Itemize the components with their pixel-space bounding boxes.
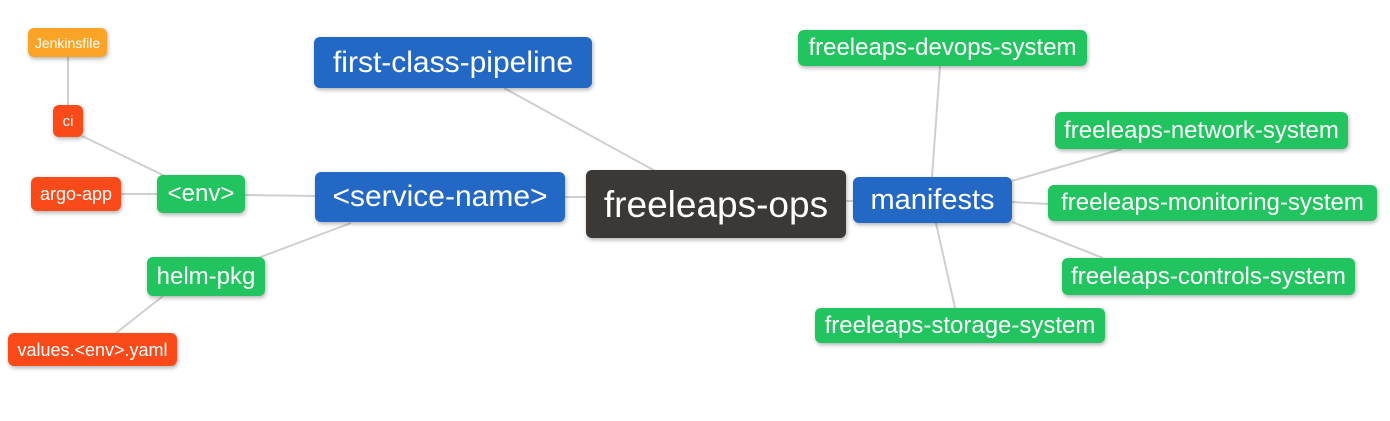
node-network-system[interactable]: freeleaps-network-system [1055, 112, 1348, 149]
edge-manifests-controls-system [1011, 221, 1104, 259]
edge-env-service-name [244, 194, 316, 197]
node-devops-system[interactable]: freeleaps-devops-system [798, 30, 1087, 66]
node-values-env-yaml[interactable]: values.<env>.yaml [8, 333, 177, 366]
node-service-name[interactable]: <service-name> [315, 172, 565, 222]
node-controls-system[interactable]: freeleaps-controls-system [1062, 258, 1355, 295]
node-label-helm-pkg: helm-pkg [156, 262, 256, 290]
node-label-controls-system: freeleaps-controls-system [1071, 262, 1346, 290]
node-freeleaps-ops[interactable]: freeleaps-ops [586, 170, 846, 238]
node-label-values-env-yaml: values.<env>.yaml [17, 339, 168, 360]
node-label-first-class-pipeline: first-class-pipeline [332, 45, 574, 79]
node-storage-system[interactable]: freeleaps-storage-system [815, 308, 1105, 343]
node-manifests[interactable]: manifests [853, 177, 1012, 223]
edge-ci-env [81, 135, 168, 178]
node-label-ci: ci [62, 112, 74, 130]
node-label-argo-app: argo-app [39, 184, 113, 204]
node-label-storage-system: freeleaps-storage-system [824, 311, 1096, 339]
edge-first-class-pipeline-freeleaps-ops [503, 87, 658, 173]
edge-helm-pkg-service-name [257, 222, 352, 259]
edge-manifests-network-system [1011, 148, 1123, 182]
edge-manifests-monitoring-system [1011, 201, 1049, 205]
node-ci[interactable]: ci [53, 105, 83, 137]
node-label-jenkinsfile: Jenkinsfile [34, 34, 101, 51]
node-label-service-name: <service-name> [332, 180, 548, 213]
node-label-freeleaps-ops: freeleaps-ops [603, 183, 829, 225]
edge-manifests-storage-system [935, 222, 956, 309]
edge-devops-system-manifests [931, 65, 941, 178]
node-label-network-system: freeleaps-network-system [1064, 116, 1339, 144]
node-label-env: <env> [167, 180, 235, 207]
node-label-monitoring-system: freeleaps-monitoring-system [1061, 189, 1364, 216]
node-argo-app[interactable]: argo-app [31, 177, 121, 211]
node-label-manifests: manifests [870, 183, 995, 216]
node-monitoring-system[interactable]: freeleaps-monitoring-system [1048, 185, 1377, 221]
node-env[interactable]: <env> [157, 175, 245, 213]
edge-values-env-yaml-helm-pkg [115, 295, 164, 334]
node-label-devops-system: freeleaps-devops-system [808, 34, 1077, 61]
node-jenkinsfile[interactable]: Jenkinsfile [28, 28, 107, 57]
node-first-class-pipeline[interactable]: first-class-pipeline [314, 37, 592, 88]
node-helm-pkg[interactable]: helm-pkg [147, 257, 265, 296]
